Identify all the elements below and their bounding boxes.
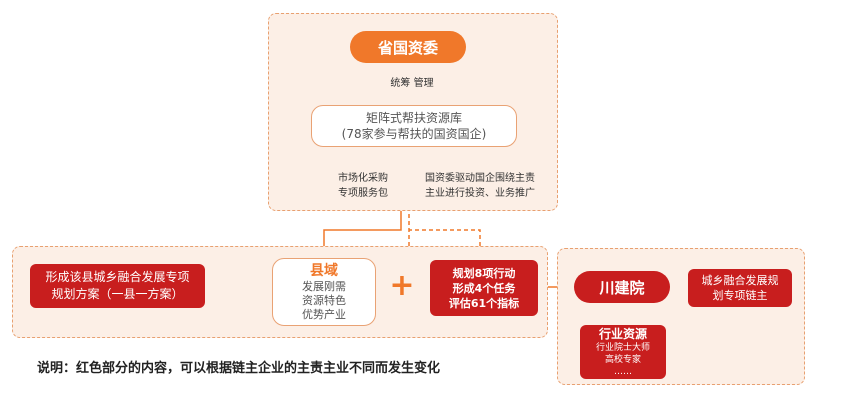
county-line-3: 优势产业 (302, 308, 346, 321)
industry-line-2: 高校专家 (604, 355, 641, 365)
right-note: 国资委驱动国企围绕主责 主业进行投资、业务推广 (425, 171, 550, 201)
industry-title: 行业资源 (598, 327, 647, 341)
footnote: 说明：红色部分的内容，可以根据链主企业的主责主业不同而发生变化 (37, 361, 441, 376)
industry-line-3: …… (614, 367, 632, 377)
provincial-sasac-pill: 省国资委 (350, 31, 466, 63)
chain-leader-box: 城乡融合发展规 划专项链主 (688, 269, 792, 307)
resource-pool-box: 矩阵式帮扶资源库 (78家参与帮扶的国资国企) (311, 105, 517, 147)
industry-line-1: 行业院士大师 (595, 343, 650, 353)
left-note: 市场化采购 专项服务包 (333, 171, 393, 201)
actions-line-2: 形成4个任务 (452, 281, 516, 295)
plan-output-box: 形成该县城乡融合发展专项 规划方案（一县一方案） (30, 264, 205, 308)
county-title: 县域 (310, 263, 338, 279)
institute-pill: 川建院 (574, 271, 670, 303)
provincial-sasac-label: 省国资委 (377, 38, 438, 57)
actions-box: 规划8项行动 形成4个任务 评估61个指标 (430, 260, 538, 316)
resource-pool-title: 矩阵式帮扶资源库 (365, 111, 462, 125)
chain-leader-line2: 划专项链主 (712, 289, 768, 302)
actions-line-3: 评估61个指标 (448, 296, 520, 310)
county-box: 县域 发展刚需 资源特色 优势产业 (272, 258, 376, 326)
chain-leader-line1: 城乡融合发展规 (701, 274, 779, 287)
left-note-line1: 市场化采购 (338, 173, 388, 184)
institute-label: 川建院 (599, 278, 645, 297)
right-note-line1: 国资委驱动国企围绕主责 (425, 173, 535, 184)
resource-pool-subtitle: (78家参与帮扶的国资国企) (341, 127, 487, 141)
right-note-line2: 主业进行投资、业务推广 (425, 188, 535, 199)
county-line-1: 发展刚需 (302, 280, 346, 293)
plus-sign: + (389, 268, 415, 303)
left-note-line2: 专项服务包 (338, 188, 388, 199)
plan-output-line2: 规划方案（一县一方案） (51, 287, 184, 301)
plan-output-line1: 形成该县城乡融合发展专项 (45, 270, 190, 284)
actions-line-1: 规划8项行动 (452, 266, 516, 280)
county-line-2: 资源特色 (302, 294, 346, 307)
industry-resources-box: 行业资源 行业院士大师 高校专家 …… (580, 325, 666, 379)
coordination-label: 统筹 管理 (390, 78, 434, 89)
